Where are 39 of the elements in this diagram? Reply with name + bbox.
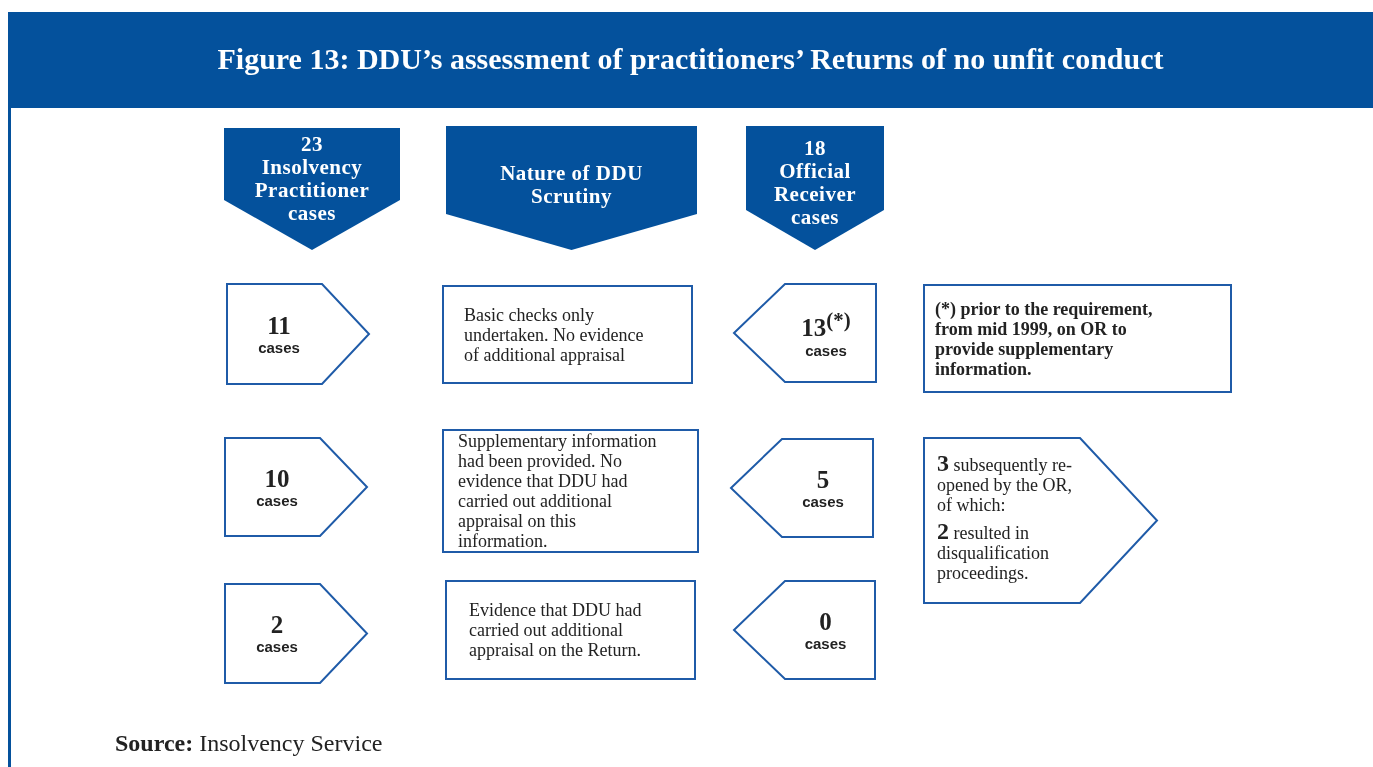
- source-note: Source: Insolvency Service: [115, 730, 383, 757]
- column-header: [224, 128, 400, 250]
- description-box: [442, 285, 693, 384]
- column-header: [446, 126, 697, 250]
- description-box: [445, 580, 696, 680]
- outcome-pentagon: [923, 437, 1158, 604]
- description-text: Evidence that DDU had carried out additional appraisal on the Return.: [469, 600, 643, 660]
- case-count: 11: [267, 312, 291, 339]
- figure-title: Figure 13: DDU’s assessment of practitioners’ Returns of no unfit conduct: [216, 42, 1165, 76]
- case-label: cases: [256, 491, 298, 509]
- case-count: 2: [270, 612, 284, 638]
- outcome-text: 2 resulted in disqualification proceedings.: [937, 520, 1050, 583]
- case-count-pentagon: [733, 580, 876, 680]
- header-text: Insolvency Practitioner cases: [253, 156, 371, 225]
- case-count-pentagon: [226, 283, 370, 385]
- column-header: [746, 126, 884, 250]
- case-label: cases: [802, 492, 844, 510]
- case-label: cases: [256, 638, 298, 655]
- description-text: Supplementary information had been provided. No evidence that DDU had carried out additional appraisal on this information.: [458, 431, 658, 551]
- case-count-pentagon: [224, 437, 368, 537]
- case-label: cases: [258, 338, 300, 356]
- case-count-pentagon: [224, 583, 368, 684]
- case-label: cases: [804, 634, 847, 652]
- case-count: 13$^{(*)}$: [801, 307, 851, 342]
- case-count-pentagon: [733, 283, 877, 383]
- case-count: 10: [264, 465, 290, 492]
- description-text: Basic checks only undertaken. No evidence of additional appraisal: [464, 304, 645, 365]
- case-count: 5: [816, 466, 830, 493]
- case-count: 0: [819, 608, 832, 635]
- header-text: 18: [803, 137, 827, 160]
- footnote-box: [923, 284, 1232, 393]
- outcome-text: 3 subsequently re-opened by the OR, of which:: [937, 452, 1073, 515]
- footnote-text: (*) prior to the requirement, from mid 1999, on OR to provide supplementary information.: [935, 298, 1154, 379]
- case-label: cases: [805, 341, 847, 359]
- header-text: Nature of DDU Scrutiny: [499, 162, 644, 208]
- header-text: 23: [300, 133, 324, 156]
- header-text: Official Receiver cases: [772, 160, 858, 229]
- case-count-pentagon: [730, 438, 874, 538]
- description-box: [442, 429, 699, 553]
